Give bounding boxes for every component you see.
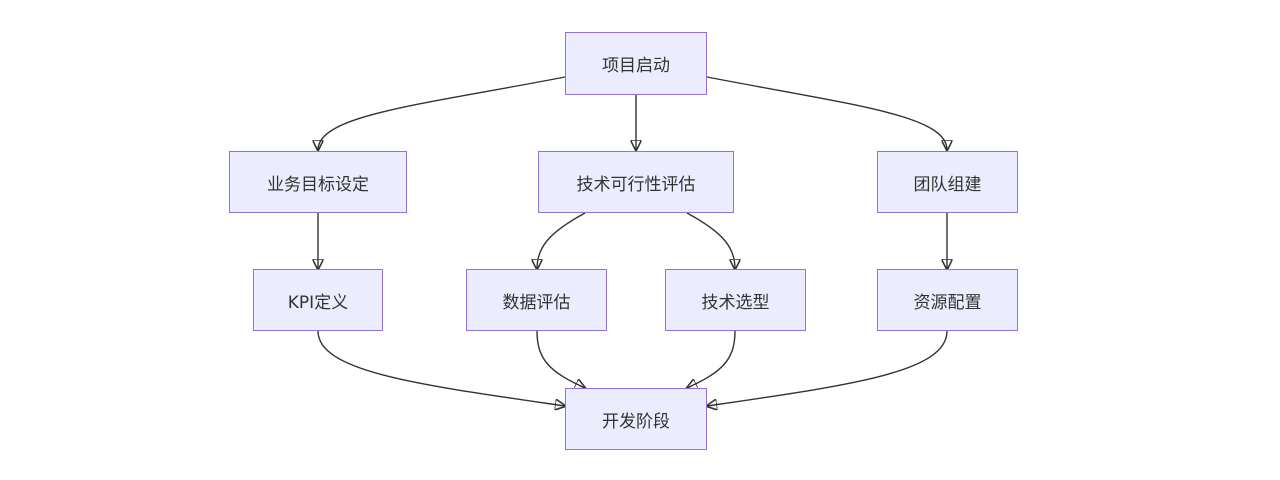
node-resource-config: 资源配置 bbox=[877, 269, 1018, 331]
edge-start-to-team-building bbox=[706, 76, 947, 150]
node-dev-phase: 开发阶段 bbox=[565, 388, 707, 450]
edge-data-eval-to-dev-phase bbox=[536, 330, 585, 388]
node-tech-feasibility: 技术可行性评估 bbox=[538, 151, 734, 213]
edge-tech-feasibility-to-data-eval bbox=[537, 212, 586, 269]
edge-start-to-business-goal bbox=[318, 76, 566, 150]
edge-kpi-to-dev-phase bbox=[317, 330, 565, 406]
node-kpi-definition: KPI定义 bbox=[253, 269, 383, 331]
node-tech-selection: 技术选型 bbox=[665, 269, 806, 331]
edge-tech-feasibility-to-tech-selection bbox=[686, 212, 735, 269]
node-team-building: 团队组建 bbox=[877, 151, 1018, 213]
node-business-goal: 业务目标设定 bbox=[229, 151, 407, 213]
node-data-evaluation: 数据评估 bbox=[466, 269, 607, 331]
node-project-start: 项目启动 bbox=[565, 32, 707, 95]
edge-tech-selection-to-dev-phase bbox=[687, 330, 736, 388]
edge-resource-config-to-dev-phase bbox=[707, 330, 948, 406]
